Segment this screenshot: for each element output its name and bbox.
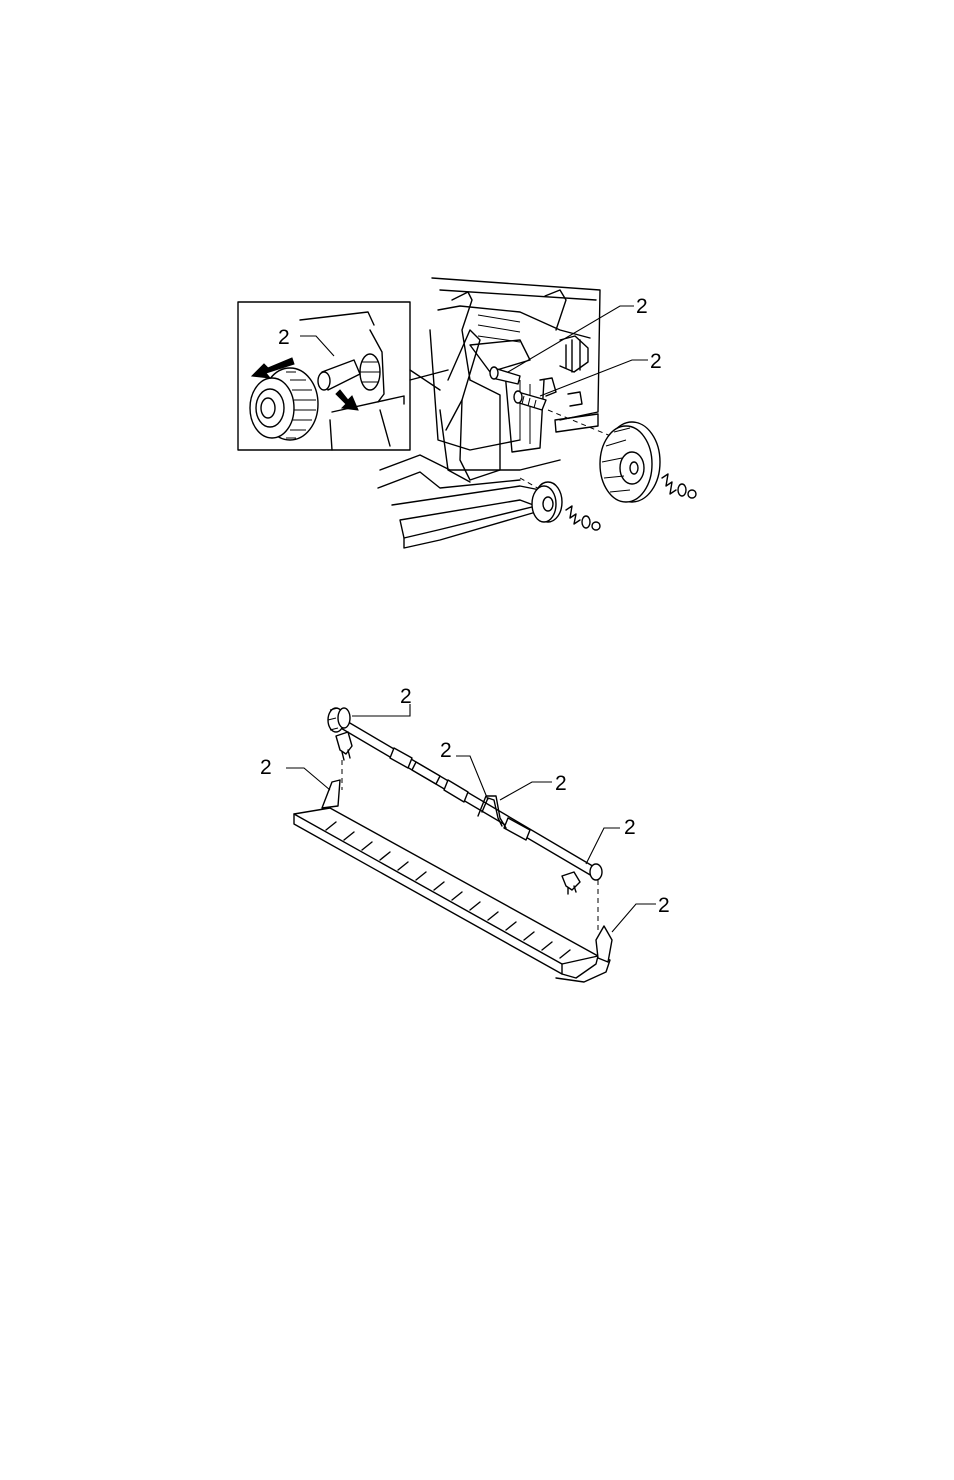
callout-label: 2 bbox=[278, 326, 290, 349]
callout-label: 2 bbox=[636, 295, 648, 318]
callout-label: 2 bbox=[400, 685, 412, 708]
figure-1-printer-assembly: 2 2 2 bbox=[238, 278, 696, 548]
callout-label: 2 bbox=[555, 772, 567, 795]
callout-label: 2 bbox=[440, 739, 452, 762]
callout-label: 2 bbox=[658, 894, 670, 917]
inset-gear bbox=[250, 368, 318, 440]
push-arrow-down-icon bbox=[336, 390, 358, 410]
callout-label: 2 bbox=[624, 816, 636, 839]
large-gear bbox=[548, 410, 696, 502]
small-gear bbox=[520, 478, 600, 530]
detail-inset bbox=[238, 302, 448, 450]
figure-2-roller-assembly: 2 2 2 2 2 2 bbox=[260, 685, 670, 982]
left-bracket bbox=[336, 732, 352, 760]
printer-frame bbox=[378, 278, 600, 548]
right-bracket bbox=[562, 872, 580, 894]
callout-label: 2 bbox=[260, 756, 272, 779]
shaft-upper bbox=[490, 367, 520, 384]
callout-label: 2 bbox=[650, 350, 662, 373]
